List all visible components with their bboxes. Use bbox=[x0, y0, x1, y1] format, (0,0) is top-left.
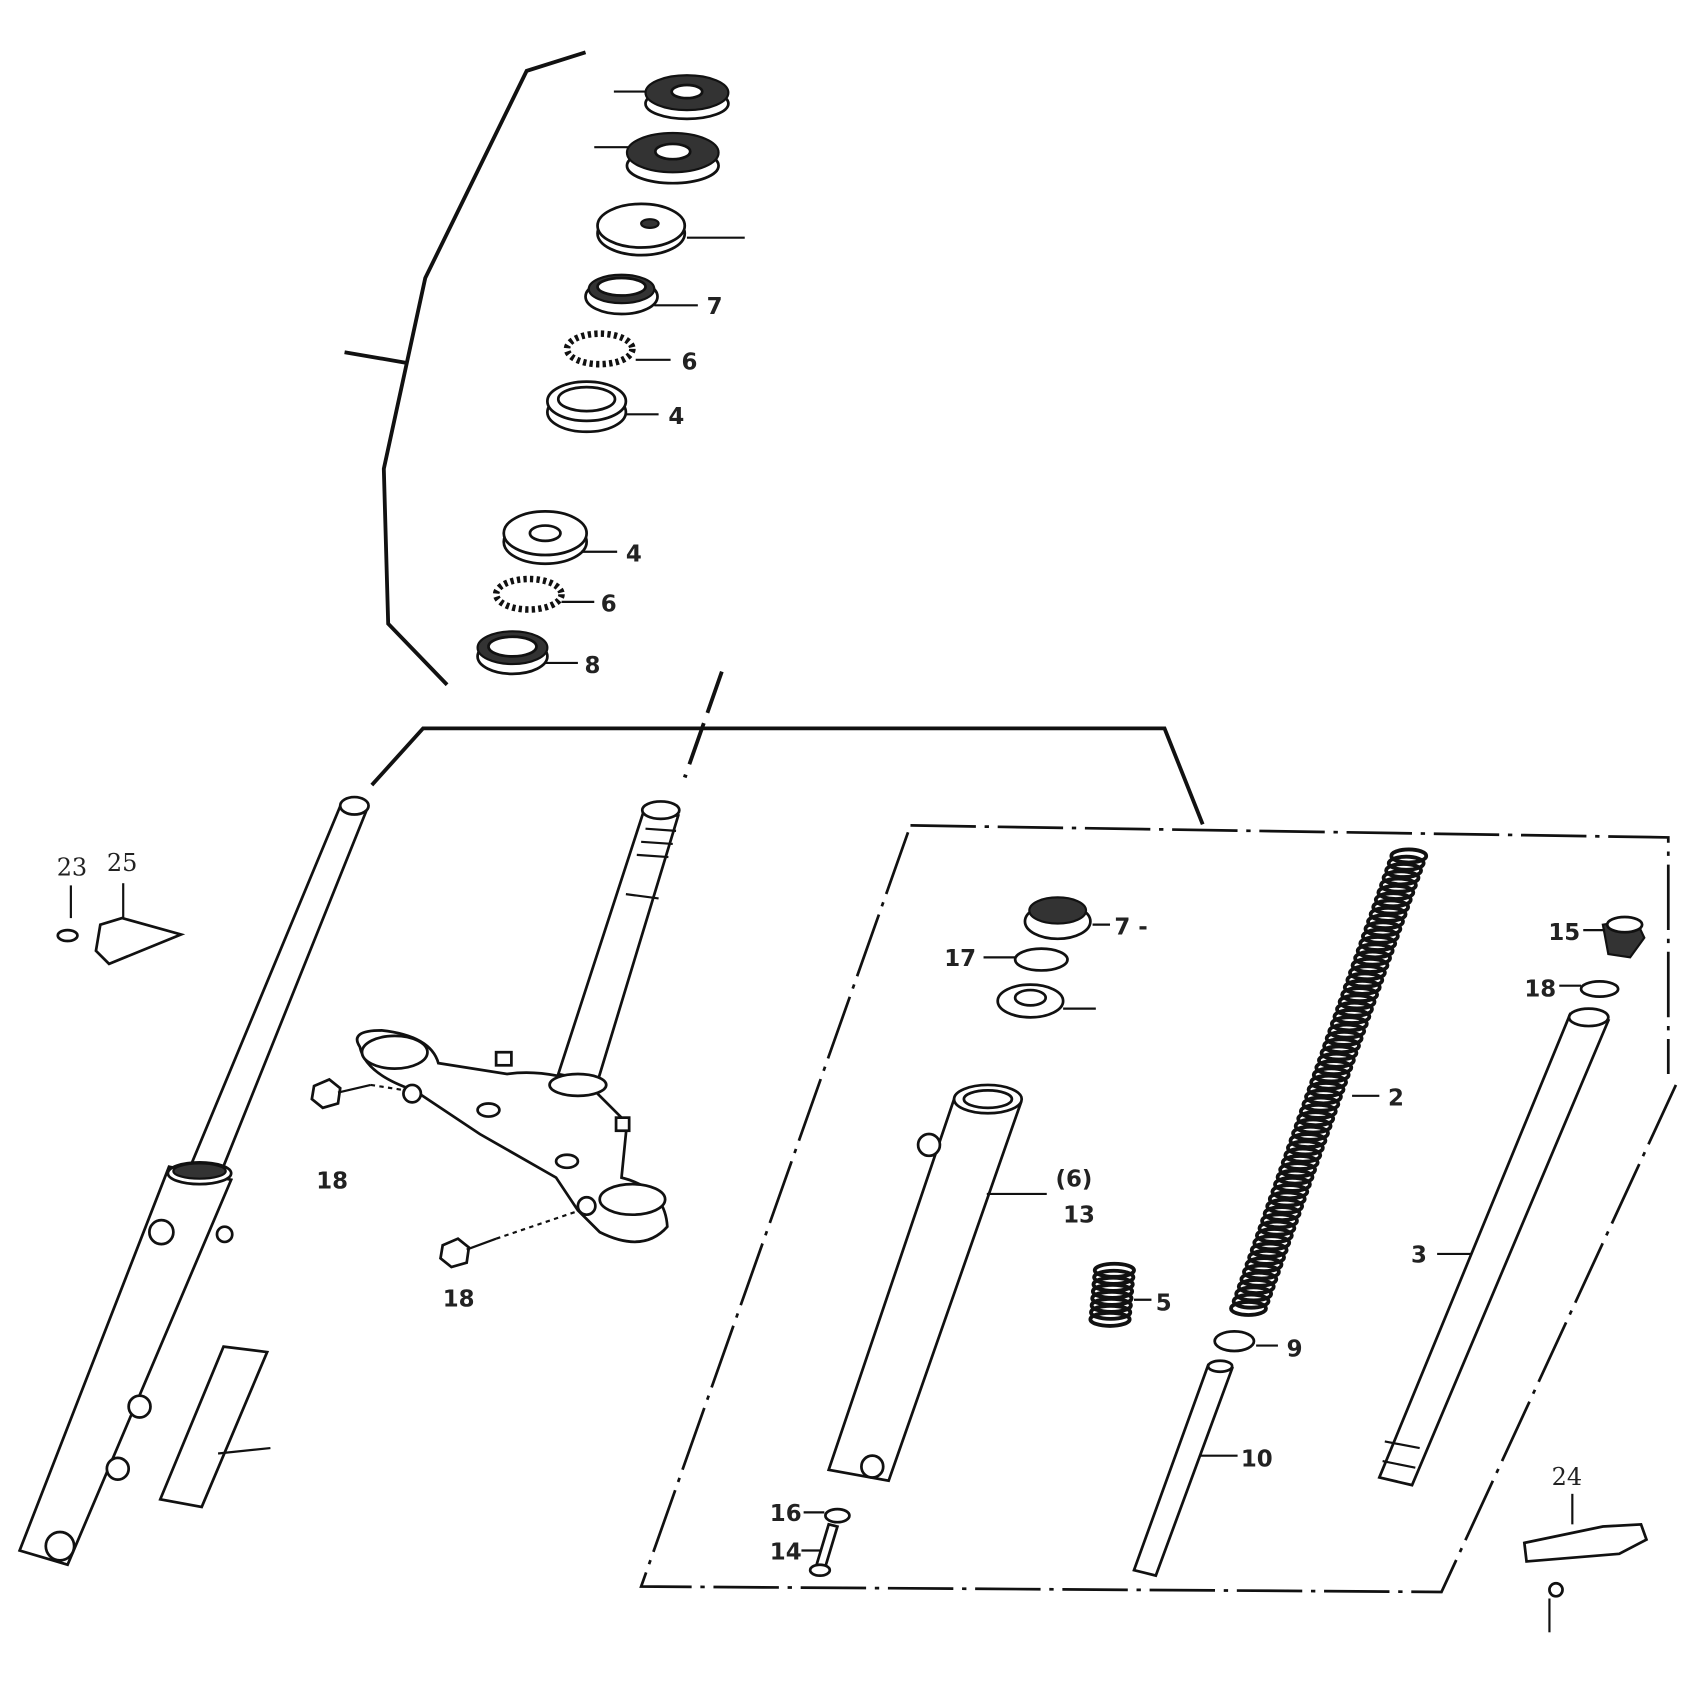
steering-stem[interactable] bbox=[556, 800, 681, 1084]
assembled-fork-leg[interactable] bbox=[17, 795, 370, 1567]
callout-13: 13 bbox=[1063, 1202, 1095, 1228]
callout-7: 7 bbox=[707, 294, 723, 320]
callout-6-lower: 6 bbox=[601, 592, 617, 618]
fork-bolt-15[interactable] bbox=[1583, 915, 1646, 959]
bracket-25[interactable] bbox=[94, 916, 186, 966]
callout-18-lower: 18 bbox=[443, 1286, 475, 1312]
screw-23[interactable] bbox=[56, 928, 79, 943]
bracket-leader bbox=[344, 350, 409, 365]
outer-tube-13[interactable] bbox=[826, 1083, 1047, 1483]
callout-14: 14 bbox=[770, 1539, 802, 1565]
fork-pipe-3[interactable] bbox=[1377, 1007, 1611, 1487]
piston-ring-9[interactable] bbox=[1213, 1329, 1278, 1353]
callout-18-upper: 18 bbox=[316, 1169, 348, 1195]
callout-17: 17 bbox=[944, 946, 976, 972]
callout-10: 10 bbox=[1241, 1447, 1273, 1473]
lock-nut[interactable] bbox=[594, 131, 720, 185]
callout-18-right: 18 bbox=[1524, 977, 1556, 1003]
callout-9: 9 bbox=[1287, 1336, 1303, 1362]
ball-bearing-6[interactable] bbox=[563, 330, 671, 368]
callout-4: 4 bbox=[668, 404, 684, 430]
fork-internals-frame bbox=[910, 824, 1670, 1075]
fork-spring-2[interactable] bbox=[1229, 847, 1429, 1317]
bolt-18-upper[interactable] bbox=[310, 1077, 406, 1110]
triple-clamp[interactable] bbox=[355, 1029, 669, 1244]
stem-leader-line bbox=[682, 671, 724, 779]
ball-race-4[interactable] bbox=[546, 380, 659, 434]
bolt-18-lower[interactable] bbox=[439, 1209, 581, 1269]
steering-bearing-group-bracket bbox=[381, 50, 587, 687]
ball-race-4-lower[interactable] bbox=[502, 510, 618, 566]
top-nut[interactable] bbox=[613, 74, 730, 121]
callout-25: 25 bbox=[107, 849, 138, 877]
spring-coil bbox=[1089, 1303, 1133, 1321]
callout-23: 23 bbox=[57, 854, 87, 882]
circlip-17[interactable] bbox=[983, 947, 1069, 972]
callout-6-paren: (6) bbox=[1055, 1166, 1092, 1192]
callout-6: 6 bbox=[681, 350, 697, 376]
callout-2: 2 bbox=[1388, 1086, 1404, 1112]
socket-bolt-14[interactable] bbox=[801, 1522, 840, 1577]
screw-24[interactable] bbox=[1548, 1581, 1564, 1633]
spring-coil bbox=[1229, 1300, 1268, 1317]
sealing-washer-16[interactable] bbox=[803, 1507, 851, 1524]
callout-5: 5 bbox=[1156, 1291, 1172, 1317]
callout-4-lower: 4 bbox=[626, 542, 642, 568]
callout-16: 16 bbox=[770, 1501, 802, 1527]
spring-coil bbox=[1231, 1292, 1271, 1310]
callout-24: 24 bbox=[1552, 1463, 1583, 1491]
rebound-spring-5[interactable] bbox=[1088, 1261, 1136, 1328]
callout-8: 8 bbox=[584, 653, 600, 679]
o-ring-18[interactable] bbox=[1559, 979, 1620, 998]
callout-3: 3 bbox=[1411, 1243, 1427, 1269]
fork-internals-frame-lower bbox=[639, 824, 1678, 1594]
callout-7-right: 7 - bbox=[1114, 914, 1147, 940]
bracket-24[interactable] bbox=[1522, 1522, 1649, 1563]
fork-group-bracket bbox=[370, 726, 1205, 826]
spring-coil bbox=[1088, 1310, 1132, 1328]
fork-piston-10[interactable] bbox=[1132, 1359, 1238, 1578]
washer[interactable] bbox=[596, 202, 745, 257]
ball-bearing-6-lower[interactable] bbox=[492, 575, 595, 613]
callout-15: 15 bbox=[1548, 920, 1580, 946]
bottom-cone-race-8[interactable] bbox=[476, 630, 578, 676]
sticker bbox=[158, 1345, 271, 1509]
top-cone-race-7[interactable] bbox=[584, 273, 698, 316]
back-up-ring[interactable] bbox=[996, 983, 1096, 1019]
oil-seal-7[interactable] bbox=[1023, 896, 1111, 941]
